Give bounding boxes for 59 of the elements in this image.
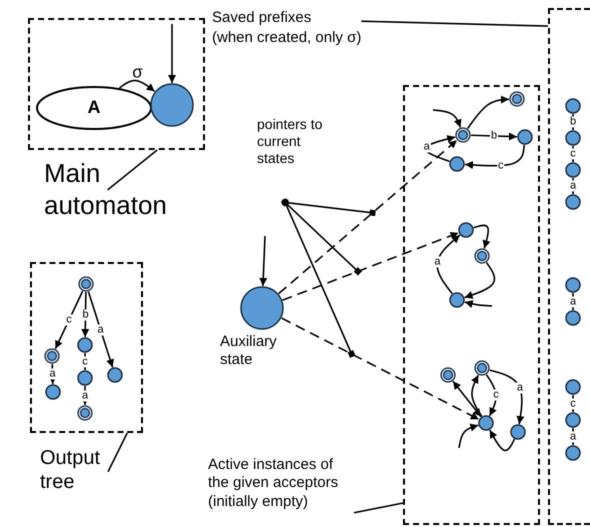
edge-label: a <box>96 324 105 335</box>
edge-label: b <box>490 130 498 142</box>
edge-label: a <box>568 431 578 442</box>
edge-label: c <box>569 398 577 409</box>
arrow <box>259 236 268 286</box>
arrow <box>569 146 577 162</box>
arrow <box>452 380 482 418</box>
dashed-arrow <box>282 232 459 301</box>
caption-text: Saved prefixes <box>212 8 312 28</box>
arrow <box>471 374 482 417</box>
caption-text: pointers to current states <box>257 116 331 206</box>
arrow <box>489 430 516 452</box>
caption-text: Main automaton <box>44 158 216 244</box>
edge-label: c <box>569 148 577 160</box>
caption-text: Active instances of the given acceptors (initially empty) <box>208 456 354 522</box>
arrow <box>470 132 518 140</box>
leader-line <box>354 502 404 514</box>
leader-line <box>107 432 128 472</box>
arrow <box>464 144 526 169</box>
edge-label: b <box>81 309 90 320</box>
arrow <box>569 114 577 130</box>
dashed-arrow <box>278 140 458 294</box>
edge-label: a <box>422 141 431 152</box>
edge-label: a <box>48 368 57 380</box>
arrow <box>486 374 497 416</box>
arrow <box>88 291 114 368</box>
arrow <box>168 24 176 83</box>
arrow <box>464 300 492 308</box>
dashed-frame <box>403 85 540 525</box>
arrow <box>54 290 84 350</box>
arrow <box>458 424 479 448</box>
edge-label: c <box>497 160 505 172</box>
arrow <box>424 135 456 162</box>
arrow <box>118 80 156 92</box>
dashed-arrow <box>281 317 480 420</box>
arrow <box>81 292 90 338</box>
edge-label: a <box>80 390 90 401</box>
edge-label: c <box>81 356 89 367</box>
arrow <box>436 234 460 294</box>
edge-label: c <box>65 314 73 326</box>
edge-label: a <box>568 296 578 307</box>
arrow <box>432 109 462 128</box>
edge-label: b <box>568 116 578 128</box>
state-label: A <box>88 97 100 119</box>
arrow <box>490 369 524 424</box>
edge-label: c <box>492 389 500 400</box>
edge-label: a <box>433 256 442 268</box>
dashed-frame <box>28 18 205 150</box>
arrow <box>473 224 490 249</box>
edge-label: a <box>516 382 524 394</box>
caption-text: Output tree <box>40 446 120 506</box>
edge-label: a <box>568 180 578 192</box>
arrow <box>467 96 510 129</box>
leader-line <box>107 149 158 190</box>
state-caption: Auxiliary state <box>220 333 278 370</box>
leader-line <box>361 20 548 27</box>
arrow <box>464 262 496 299</box>
edge-label: σ <box>131 63 144 80</box>
caption-text: (when created, only σ) <box>212 28 362 47</box>
